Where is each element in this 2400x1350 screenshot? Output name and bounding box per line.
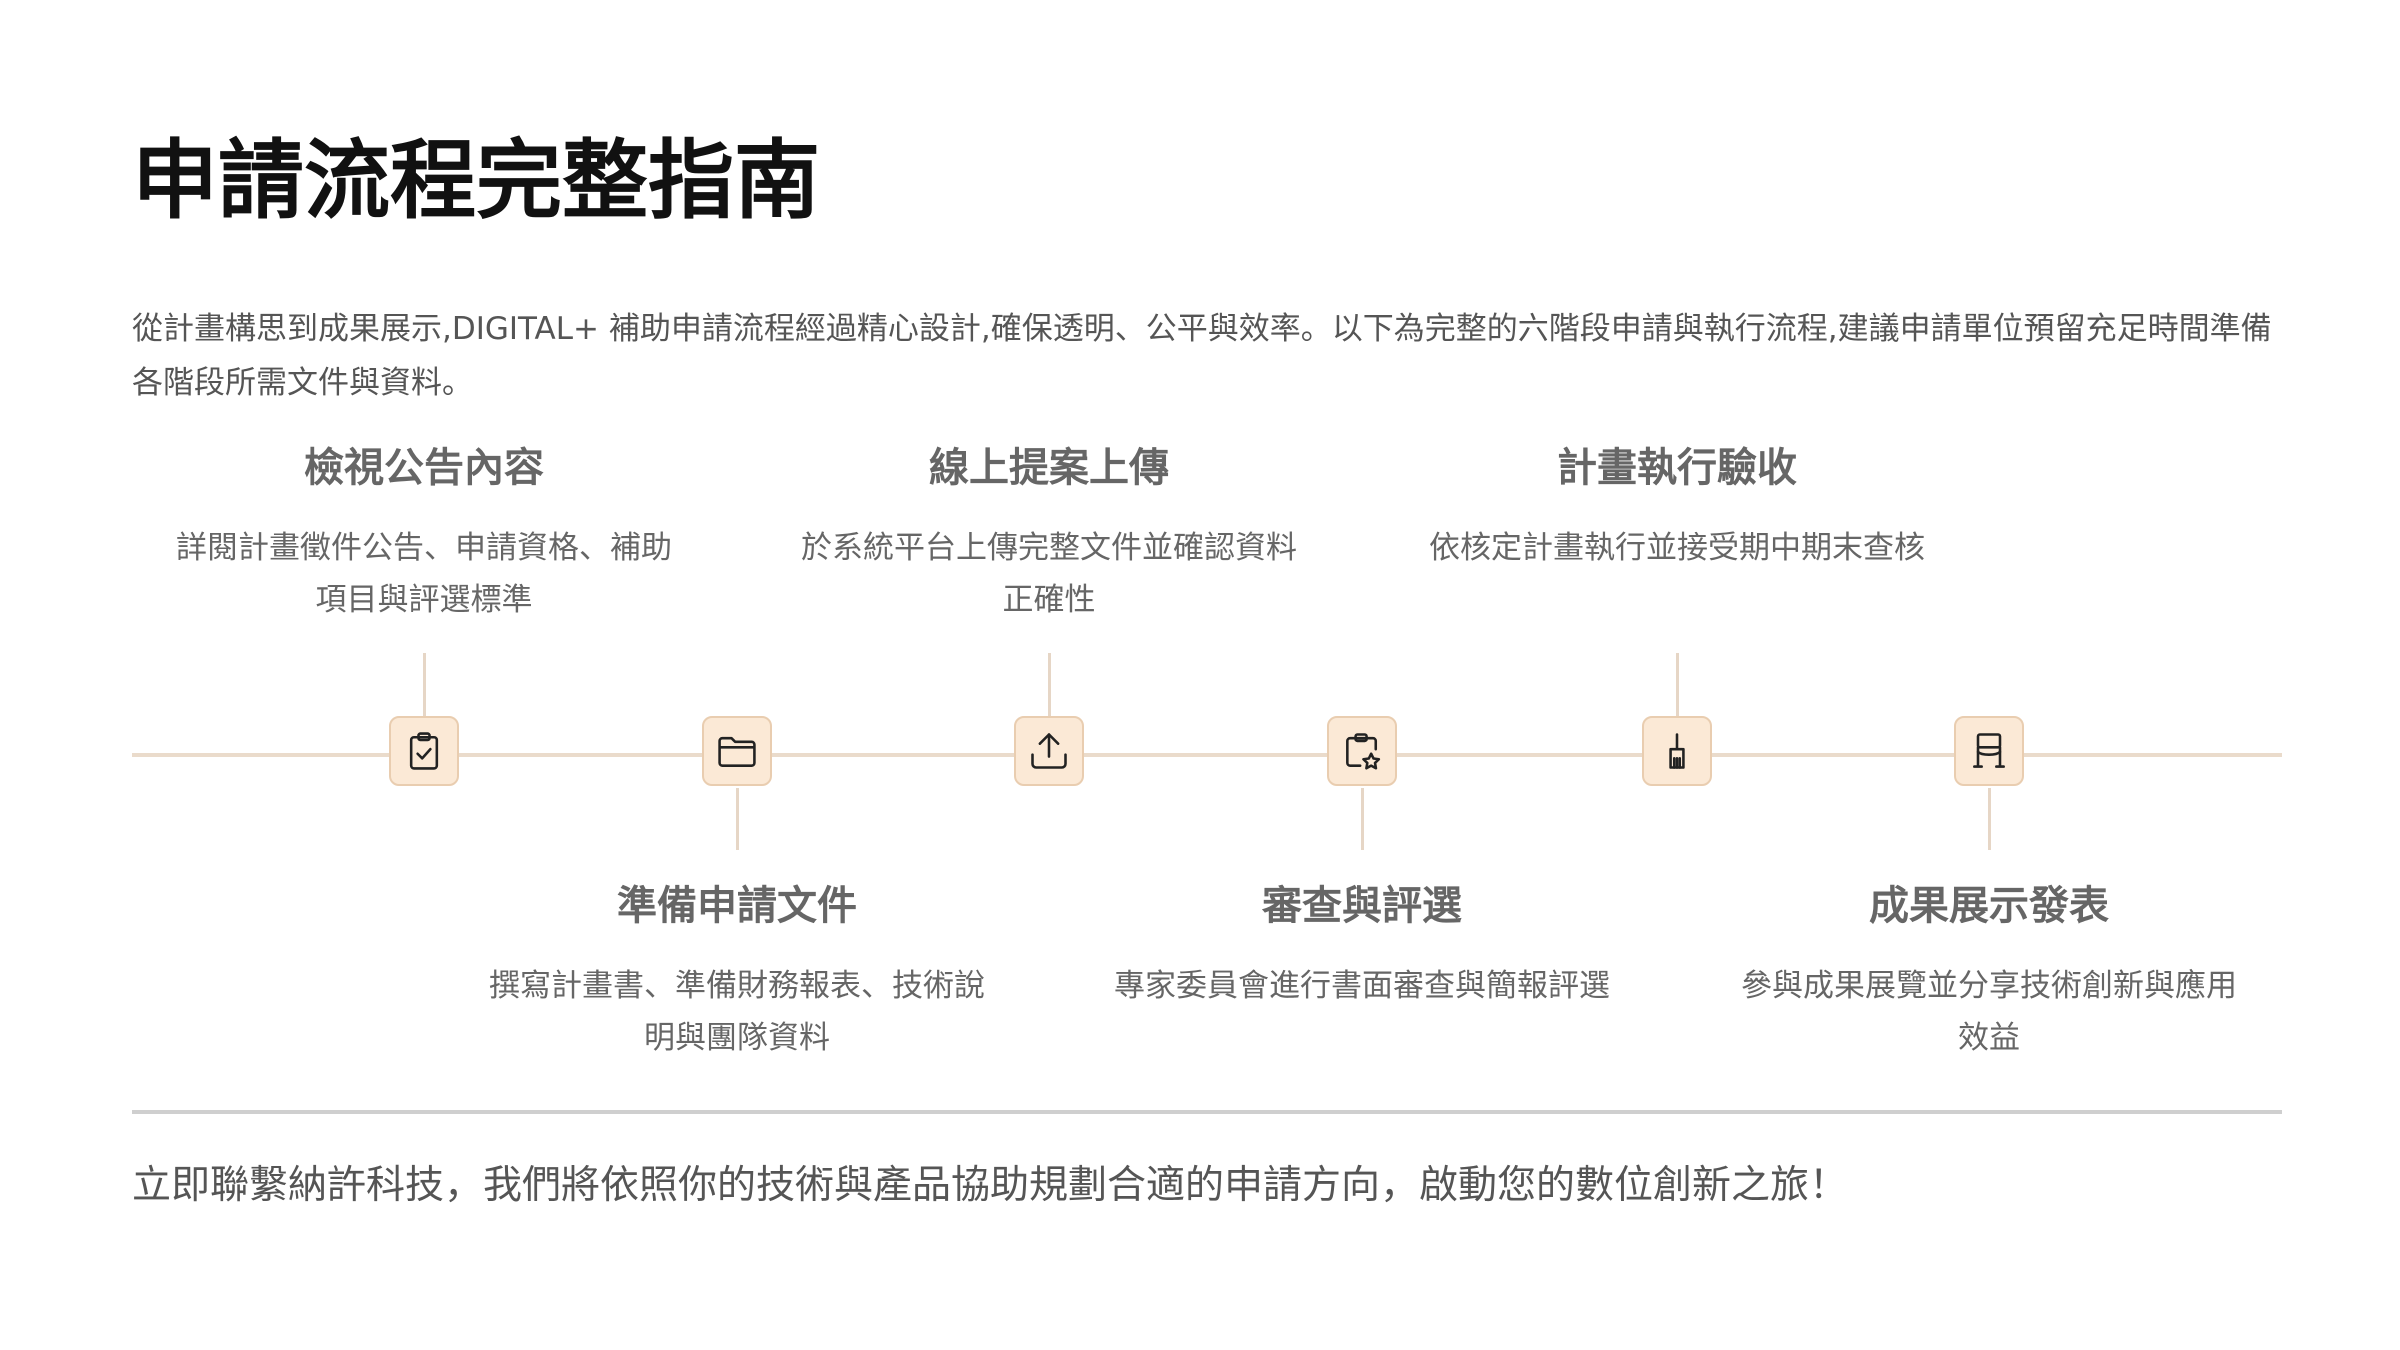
- step-5: 計畫執行驗收 依核定計畫執行並接受期中期末查核: [1417, 440, 1937, 574]
- timeline-connector: [1048, 653, 1051, 721]
- step-title: 成果展示發表: [1869, 883, 2109, 929]
- brush-icon: [1669, 733, 1685, 769]
- step-title: 計畫執行驗收: [1557, 445, 1797, 491]
- step-6: 成果展示發表 參與成果展覽並分享技術創新與應用效益: [1729, 878, 2249, 1064]
- page-title: 申請流程完整指南: [132, 131, 820, 231]
- exhibition-stanchion-icon: [1973, 733, 2005, 768]
- step-title: 準備申請文件: [617, 883, 857, 929]
- timeline-node-4: [1327, 716, 1397, 786]
- timeline-node-5: [1642, 716, 1712, 786]
- step-description: 詳閱計畫徵件公告、申請資格、補助項目與評選標準: [176, 530, 672, 618]
- timeline-node-6: [1954, 716, 2024, 786]
- timeline-connector: [1676, 653, 1679, 721]
- timeline-node-1: [389, 716, 459, 786]
- step-description: 撰寫計畫書、準備財務報表、技術說明與團隊資料: [489, 968, 985, 1056]
- step-description: 依核定計畫執行並接受期中期末查核: [1429, 530, 1925, 566]
- timeline-node-2: [702, 716, 772, 786]
- divider: [132, 1110, 2282, 1114]
- timeline-connector: [423, 653, 426, 721]
- timeline-connector: [1361, 788, 1364, 850]
- clipboard-star-icon: [1346, 733, 1381, 770]
- intro-paragraph: 從計畫構思到成果展示,DIGITAL+ 補助申請流程經過精心設計,確保透明、公平…: [132, 311, 2272, 401]
- step-1: 檢視公告內容 詳閱計畫徵件公告、申請資格、補助項目與評選標準: [164, 440, 684, 626]
- step-title: 檢視公告內容: [304, 445, 544, 491]
- timeline-connector: [1988, 788, 1991, 850]
- upload-icon: [1031, 733, 1067, 769]
- timeline-line: [132, 753, 2282, 757]
- step-3: 線上提案上傳 於系統平台上傳完整文件並確認資料正確性: [789, 440, 1309, 626]
- step-2: 準備申請文件 撰寫計畫書、準備財務報表、技術說明與團隊資料: [477, 878, 997, 1064]
- step-title: 審查與評選: [1262, 883, 1462, 929]
- timeline-node-3: [1014, 716, 1084, 786]
- step-description: 參與成果展覽並分享技術創新與應用效益: [1741, 968, 2237, 1056]
- folder-icon: [718, 736, 756, 767]
- timeline-connector: [736, 788, 739, 850]
- call-to-action: 立即聯繫納許科技，我們將依照你的技術與產品協助規劃合適的申請方向，啟動您的數位創…: [132, 1163, 1849, 1208]
- clipboard-check-icon: [409, 732, 439, 770]
- step-4: 審查與評選 專家委員會進行書面審查與簡報評選: [1102, 878, 1622, 1012]
- step-description: 於系統平台上傳完整文件並確認資料正確性: [801, 530, 1297, 618]
- step-title: 線上提案上傳: [929, 445, 1169, 491]
- step-description: 專家委員會進行書面審查與簡報評選: [1114, 968, 1610, 1004]
